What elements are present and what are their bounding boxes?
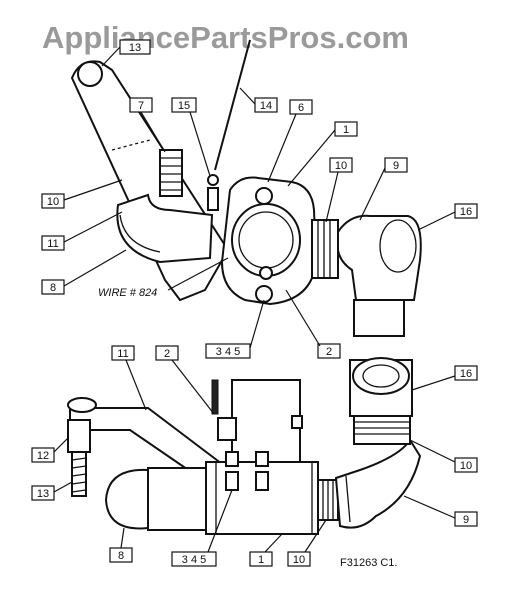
flange-screw-bottom	[255, 285, 273, 303]
callout-bot-11: 11	[111, 345, 147, 411]
callout-top-7: 7	[129, 97, 166, 153]
callout-top-1: 1	[287, 121, 358, 187]
watermark-text: AppliancePartsPros.com	[42, 20, 409, 55]
end-cap-part-8	[104, 468, 149, 530]
svg-text:1: 1	[258, 554, 264, 566]
svg-text:8: 8	[118, 550, 124, 562]
callout-bot-16: 16	[411, 365, 478, 391]
svg-text:8: 8	[50, 282, 56, 294]
bushing-part-12	[67, 419, 91, 453]
tube-opening	[352, 357, 410, 395]
top-assembly	[70, 39, 422, 337]
callout-top-16: 16	[417, 203, 478, 231]
nut-part-4	[255, 471, 269, 491]
svg-text:14: 14	[260, 100, 272, 112]
callout-bot-12: 12	[31, 437, 69, 463]
svg-text:10: 10	[335, 160, 347, 172]
callout-top-2: 2	[285, 289, 341, 359]
svg-text:12: 12	[37, 450, 49, 462]
coupling-part-10-upper	[353, 415, 411, 445]
callout-top-9: 9	[359, 157, 408, 221]
valve-sleeve	[147, 467, 209, 531]
svg-text:15: 15	[178, 100, 190, 112]
svg-text:13: 13	[37, 488, 49, 500]
svg-text:7: 7	[138, 100, 144, 112]
spring-part-7	[159, 149, 183, 197]
svg-text:6: 6	[298, 102, 304, 114]
callout-bot-9: 9	[403, 495, 478, 527]
drawing-id: F31263 C1.	[340, 557, 397, 569]
callout-top-11: 11	[41, 211, 123, 251]
elbow-part-9-bottom	[334, 438, 422, 529]
washer-part-5	[255, 451, 269, 467]
solenoid-terminal	[259, 266, 273, 280]
callout-bot-1: 1	[249, 533, 283, 567]
svg-text:13: 13	[129, 42, 141, 54]
callout-top-13: 13	[101, 39, 151, 67]
svg-text:3 4 5: 3 4 5	[216, 346, 240, 358]
svg-text:11: 11	[117, 348, 128, 360]
svg-text:16: 16	[460, 368, 472, 380]
svg-text:1: 1	[343, 124, 349, 136]
svg-text:10: 10	[47, 196, 59, 208]
coupling-part-10-bottom	[317, 479, 339, 521]
bracket-mount-hole	[77, 61, 103, 87]
callout-bot-10-right: 10	[409, 439, 478, 473]
screw-part-13	[71, 451, 87, 497]
bracket-fold-line	[111, 139, 151, 151]
callout-top-6: 6	[267, 99, 313, 183]
svg-text:WIRE # 824: WIRE # 824	[98, 287, 157, 299]
callout-bot-2: 2	[155, 345, 215, 415]
svg-text:9: 9	[463, 514, 469, 526]
svg-text:10: 10	[460, 460, 472, 472]
callout-top-10-right: 10	[325, 157, 353, 223]
callout-top-345: 3 4 5	[205, 299, 265, 359]
bracket-hex-nut	[67, 397, 97, 413]
svg-text:16: 16	[460, 206, 472, 218]
svg-text:3 4 5: 3 4 5	[182, 554, 206, 566]
wire-label: WIRE # 824	[98, 257, 229, 299]
callout-top-8: 8	[41, 249, 127, 295]
rod-part-14	[214, 39, 251, 171]
coupling-part-10	[311, 219, 339, 279]
flange-screw-top	[255, 187, 273, 205]
callout-top-14: 14	[239, 87, 278, 113]
valve-inlet-port	[231, 203, 301, 277]
rod-connector	[207, 187, 219, 211]
solenoid-wire-clip	[217, 417, 237, 441]
svg-text:9: 9	[393, 160, 399, 172]
callout-bot-8: 8	[109, 527, 133, 563]
outlet-pipe-stub	[353, 299, 405, 337]
callout-bot-345: 3 4 5	[171, 489, 233, 567]
callout-top-15: 15	[171, 97, 211, 177]
callout-top-10-left: 10	[41, 179, 123, 209]
bottom-assembly	[67, 357, 422, 535]
svg-text:2: 2	[164, 348, 170, 360]
nut-part-3	[225, 471, 239, 491]
callout-bot-13: 13	[31, 481, 73, 501]
wire-lead	[211, 379, 219, 415]
mounting-bracket-arm	[70, 60, 230, 302]
svg-text:10: 10	[293, 554, 305, 566]
svg-text:11: 11	[47, 238, 58, 250]
rod-clip	[207, 174, 219, 186]
callout-bot-10-bottom: 10	[287, 519, 327, 567]
elbow-outlet-part-9	[337, 214, 422, 301]
coil-terminal	[291, 415, 303, 429]
svg-text:2: 2	[326, 346, 332, 358]
nut-part-5	[225, 451, 239, 467]
